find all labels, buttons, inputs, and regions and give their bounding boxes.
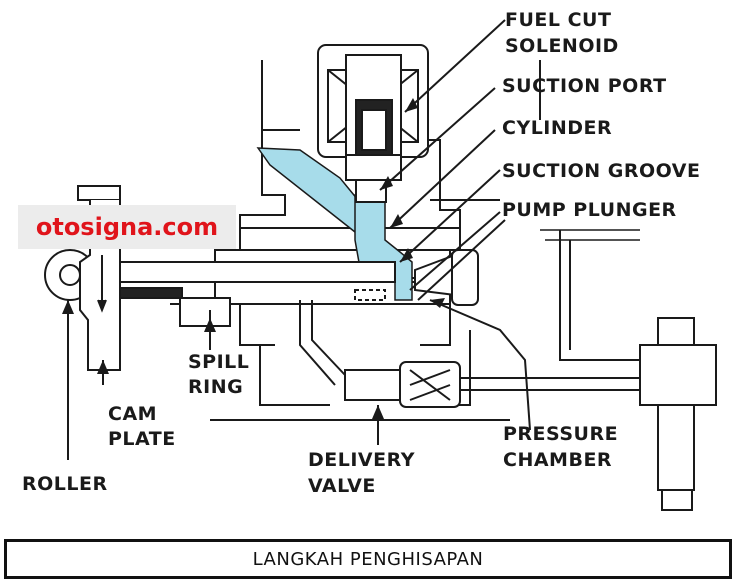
label-plate: PLATE bbox=[108, 428, 176, 450]
label-ring: RING bbox=[188, 376, 243, 398]
leader-lines bbox=[67, 19, 531, 460]
caption-text: LANGKAH PENGHISAPAN bbox=[252, 548, 484, 570]
label-roller: ROLLER bbox=[22, 473, 108, 495]
label-valve: VALVE bbox=[308, 475, 376, 497]
label-delivery: DELIVERY bbox=[308, 449, 415, 471]
label-pressure: PRESSURE bbox=[503, 423, 618, 445]
label-cylinder: CYLINDER bbox=[502, 117, 612, 139]
leader-arrows bbox=[62, 98, 445, 419]
fuel-cut-solenoid bbox=[317, 44, 429, 203]
labels: FUEL CUT SOLENOID SUCTION PORT CYLINDER … bbox=[22, 9, 700, 497]
label-suction-port: SUCTION PORT bbox=[502, 75, 667, 97]
delivery-line bbox=[299, 229, 640, 408]
label-fuel-cut: FUEL CUT bbox=[505, 9, 611, 31]
nozzle-holder bbox=[639, 317, 717, 511]
watermark: otosigna.com bbox=[18, 205, 236, 249]
label-solenoid: SOLENOID bbox=[505, 35, 619, 57]
label-spill: SPILL bbox=[188, 351, 249, 373]
caption-box: LANGKAH PENGHISAPAN bbox=[4, 539, 732, 579]
injection-pump-diagram: FUEL CUT SOLENOID SUCTION PORT CYLINDER … bbox=[22, 9, 717, 511]
label-chamber: CHAMBER bbox=[503, 449, 612, 471]
label-cam: CAM bbox=[108, 403, 157, 425]
pump-plunger-shaft bbox=[94, 249, 479, 330]
label-suction-groove: SUCTION GROOVE bbox=[502, 160, 700, 182]
label-pump-plunger: PUMP PLUNGER bbox=[502, 199, 677, 221]
